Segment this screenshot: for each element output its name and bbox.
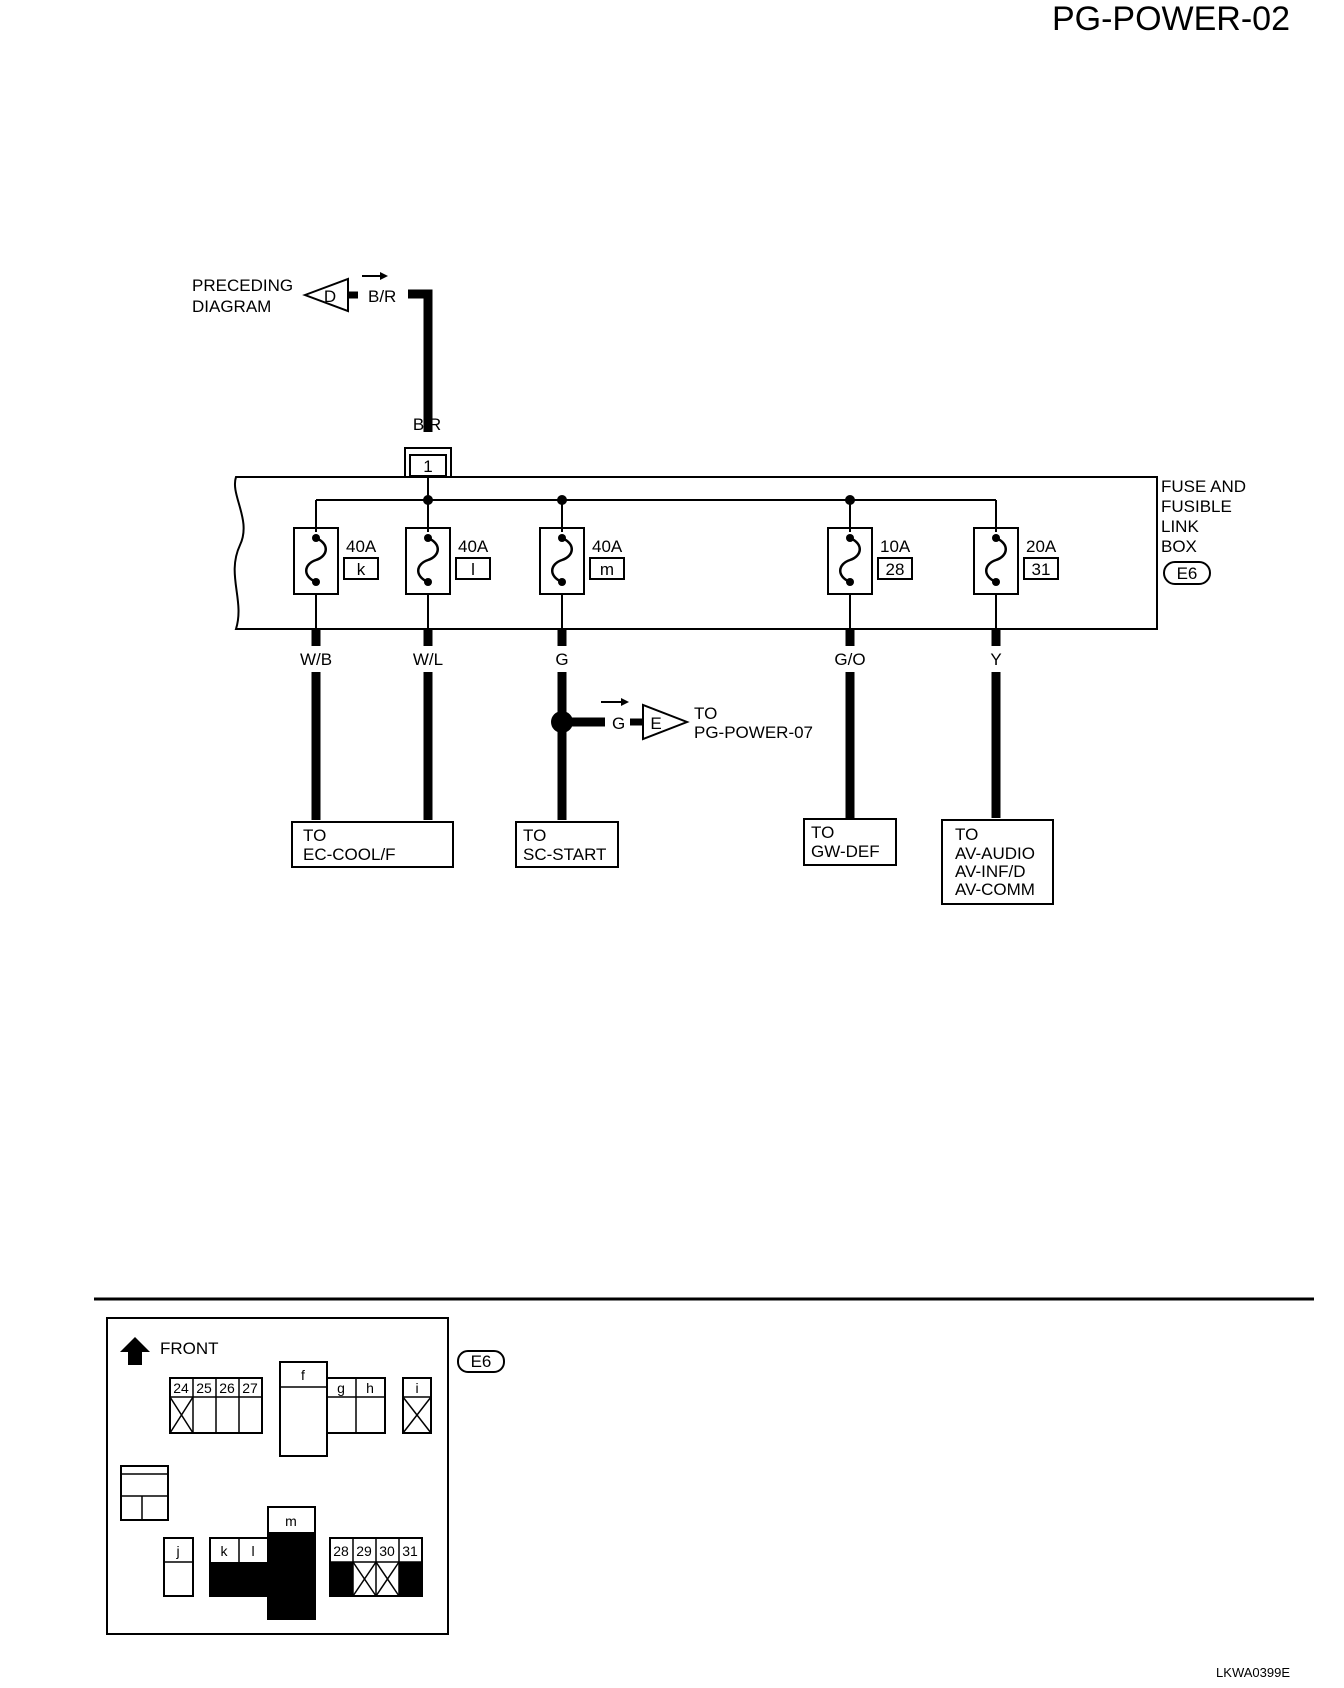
fuse-l: 40A lW/L [405, 495, 491, 820]
panel-connector-id: E6 [471, 1352, 492, 1371]
fuse-m: 40A mG [539, 495, 625, 820]
slot-28: 28 [333, 1543, 349, 1559]
fuse-rating: 40A [346, 537, 377, 556]
fuse-box-label-line3: LINK [1161, 517, 1199, 536]
connector-d-arrow: D [302, 277, 349, 313]
connector-id-text: E6 [1177, 564, 1198, 583]
connector-d-letter: D [324, 287, 336, 306]
direction-arrow-icon [362, 272, 388, 280]
fuse-element-icon [551, 536, 573, 584]
destination-sc-start: TO SC-START [515, 821, 619, 868]
slot-24: 24 [173, 1380, 189, 1396]
slot-l: l [251, 1543, 254, 1559]
fuse-31: 20A 31Y [973, 500, 1059, 818]
front-arrow-icon [120, 1337, 150, 1365]
destination-gw-def: TO GW-DEF [803, 818, 897, 866]
front-label: FRONT [160, 1339, 219, 1358]
destination-av-line3: AV-INF/D [955, 862, 1026, 881]
fuse-id: m [600, 560, 614, 579]
connector-layout-panel: FRONT E6 24 25 26 27 f g h i [106, 1317, 505, 1635]
slot-m: m [285, 1513, 297, 1529]
fuse-28: 10A 28G/O [827, 495, 913, 818]
terminal-connector: 1 [404, 447, 452, 478]
fuse-rating: 40A [592, 537, 623, 556]
destination-av-line2: AV-AUDIO [955, 844, 1035, 863]
destination-gw-def-line2: GW-DEF [811, 842, 880, 861]
destination-sc-start-line1: TO [523, 826, 546, 845]
wire-color-label: G [555, 650, 568, 669]
wire-color-b-r-vertical: B/R [413, 415, 441, 434]
preceding-label-line1: PRECEDING [192, 276, 293, 295]
slot-31: 31 [402, 1543, 418, 1559]
branch-target: PG-POWER-07 [694, 723, 813, 742]
slot-29: 29 [356, 1543, 372, 1559]
fuses-group: 40A kW/B 40A lW/L 40A mG 10A 28G/O 20A 31Y [293, 495, 1059, 820]
page-title: PG-POWER-02 [1052, 0, 1290, 38]
fuse-rating: 40A [458, 537, 489, 556]
destination-sc-start-line2: SC-START [523, 845, 606, 864]
connector-e-arrow: E [642, 703, 690, 741]
slot-27: 27 [242, 1380, 258, 1396]
slot-f: f [301, 1367, 305, 1383]
connector-e-letter: E [650, 714, 661, 733]
direction-arrow-icon [601, 698, 629, 706]
slot-j: j [175, 1543, 179, 1559]
fuse-id: 28 [886, 560, 905, 579]
fuse-element-icon [839, 536, 861, 584]
figure-code: LKWA0399E [1216, 1665, 1290, 1680]
destination-av-line4: AV-COMM [955, 880, 1035, 899]
destination-ec-cool-line2: EC-COOL/F [303, 845, 396, 864]
fuse-id: k [357, 560, 366, 579]
destination-ec-cool: TO EC-COOL/F [291, 821, 454, 868]
destination-av-line1: TO [955, 825, 978, 844]
fuse-box-outline [233, 476, 1158, 630]
splice-point [551, 711, 573, 733]
wire-color-label: G/O [834, 650, 865, 669]
fuse-element-icon [985, 536, 1007, 584]
slot-30: 30 [379, 1543, 395, 1559]
fuse-rating: 20A [1026, 537, 1057, 556]
fuse-id-box [343, 557, 379, 580]
fuse-element-icon [417, 536, 439, 584]
fuse-id: 31 [1032, 560, 1051, 579]
slot-g: g [337, 1380, 345, 1396]
destination-av: TO AV-AUDIO AV-INF/D AV-COMM [941, 819, 1054, 905]
fuse-box-label-line4: BOX [1161, 537, 1197, 556]
fuse-id-box [455, 557, 491, 580]
panel-connector-badge [457, 1350, 505, 1373]
bus-junction [557, 495, 567, 505]
branch-wire-color: G [612, 714, 625, 733]
terminal-number: 1 [423, 457, 432, 476]
bus-junction [423, 495, 433, 505]
wire-color-b-r-top: B/R [368, 287, 396, 306]
connector-id-badge: E6 [1163, 561, 1211, 585]
destination-ec-cool-line1: TO [303, 826, 326, 845]
destination-gw-def-line1: TO [811, 823, 834, 842]
wire-color-label: Y [990, 650, 1001, 669]
slot-h: h [366, 1380, 374, 1396]
fuse-box-label-line1: FUSE AND [1161, 477, 1246, 496]
fuse-id-box [1023, 557, 1059, 580]
fuse-id: l [471, 560, 475, 579]
fuse-element-icon [305, 536, 327, 584]
fuse-box-label-line2: FUSIBLE [1161, 497, 1232, 516]
bus-junction [845, 495, 855, 505]
preceding-label-line2: DIAGRAM [192, 297, 271, 316]
fuse-id-box [589, 557, 625, 580]
wire-color-label: W/B [300, 650, 332, 669]
fuse-id-box [877, 557, 913, 580]
slot-25: 25 [196, 1380, 212, 1396]
slot-i: i [415, 1380, 418, 1396]
wire-b-r [408, 289, 433, 432]
fuse-rating: 10A [880, 537, 911, 556]
fuse-k: 40A kW/B [293, 500, 379, 820]
slot-k: k [221, 1543, 229, 1559]
branch-to-label: TO [694, 704, 717, 723]
wire-color-label: W/L [413, 650, 443, 669]
slot-26: 26 [219, 1380, 235, 1396]
